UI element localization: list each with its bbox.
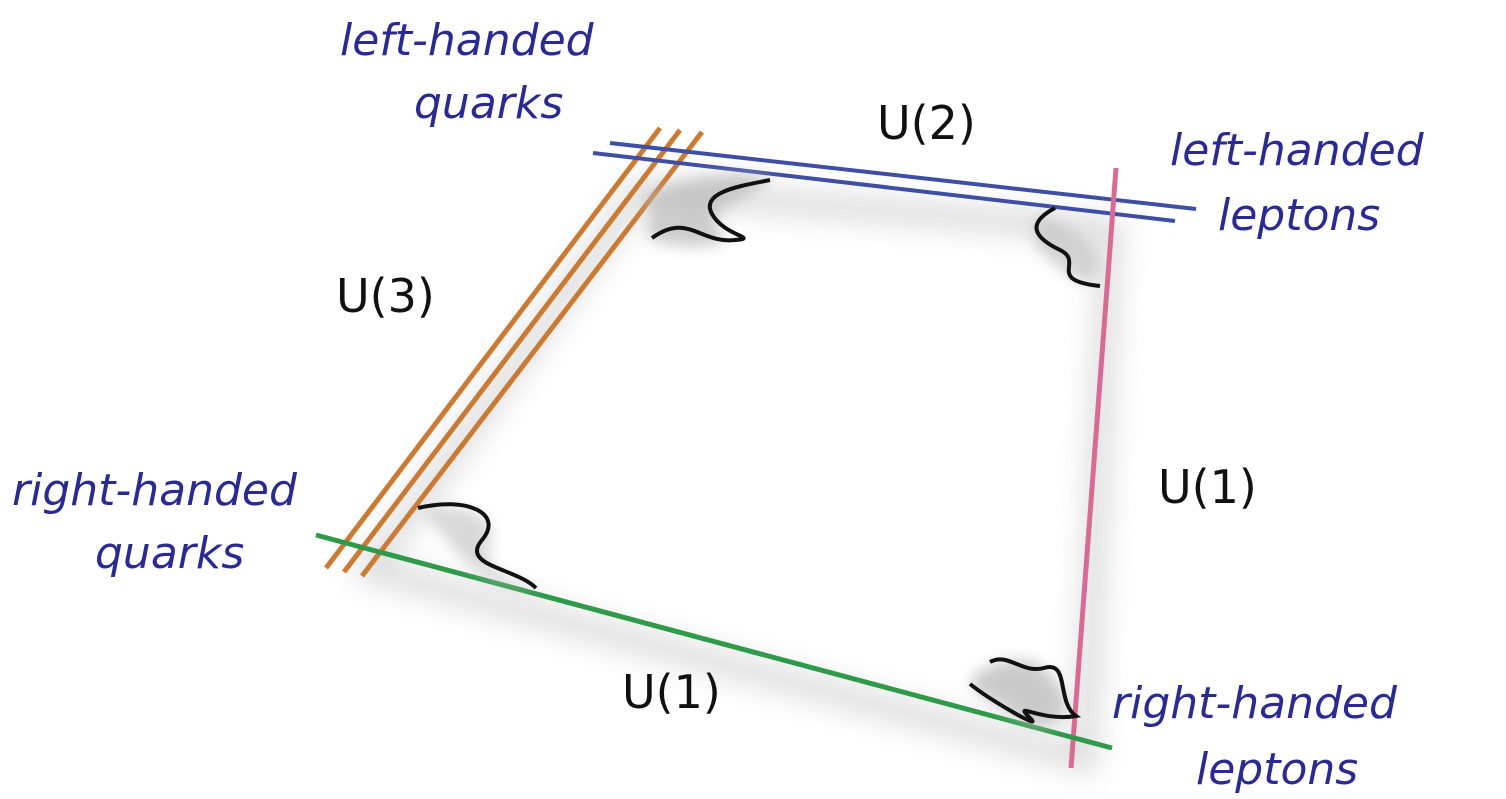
label-left-leptons-line2: leptons <box>1218 190 1380 241</box>
u2-brane-stack <box>592 141 1197 223</box>
string-left-quarks <box>640 173 771 247</box>
label-right-leptons-line2: leptons <box>1196 744 1358 795</box>
label-u1-right: U(1) <box>1158 460 1257 514</box>
label-right-quarks-line2: quarks <box>95 528 244 579</box>
string-left-leptons <box>1033 206 1101 288</box>
u1-green-brane <box>315 532 1113 751</box>
u3-brane-stack <box>324 126 704 578</box>
label-right-leptons-line1: right-handed <box>1112 678 1398 729</box>
label-u2: U(2) <box>877 96 976 150</box>
label-left-quarks-line1: left-handed <box>340 15 595 66</box>
label-left-leptons-line1: left-handed <box>1170 125 1425 176</box>
u1-lepton-brane <box>1068 167 1119 769</box>
label-left-quarks-line2: quarks <box>414 78 563 129</box>
string-right-leptons <box>968 657 1082 727</box>
string-right-quarks <box>417 502 540 592</box>
brane-shadow <box>351 178 1122 775</box>
label-u3: U(3) <box>336 269 435 323</box>
label-u1-bottom: U(1) <box>622 665 721 719</box>
label-right-quarks-line1: right-handed <box>12 465 298 516</box>
